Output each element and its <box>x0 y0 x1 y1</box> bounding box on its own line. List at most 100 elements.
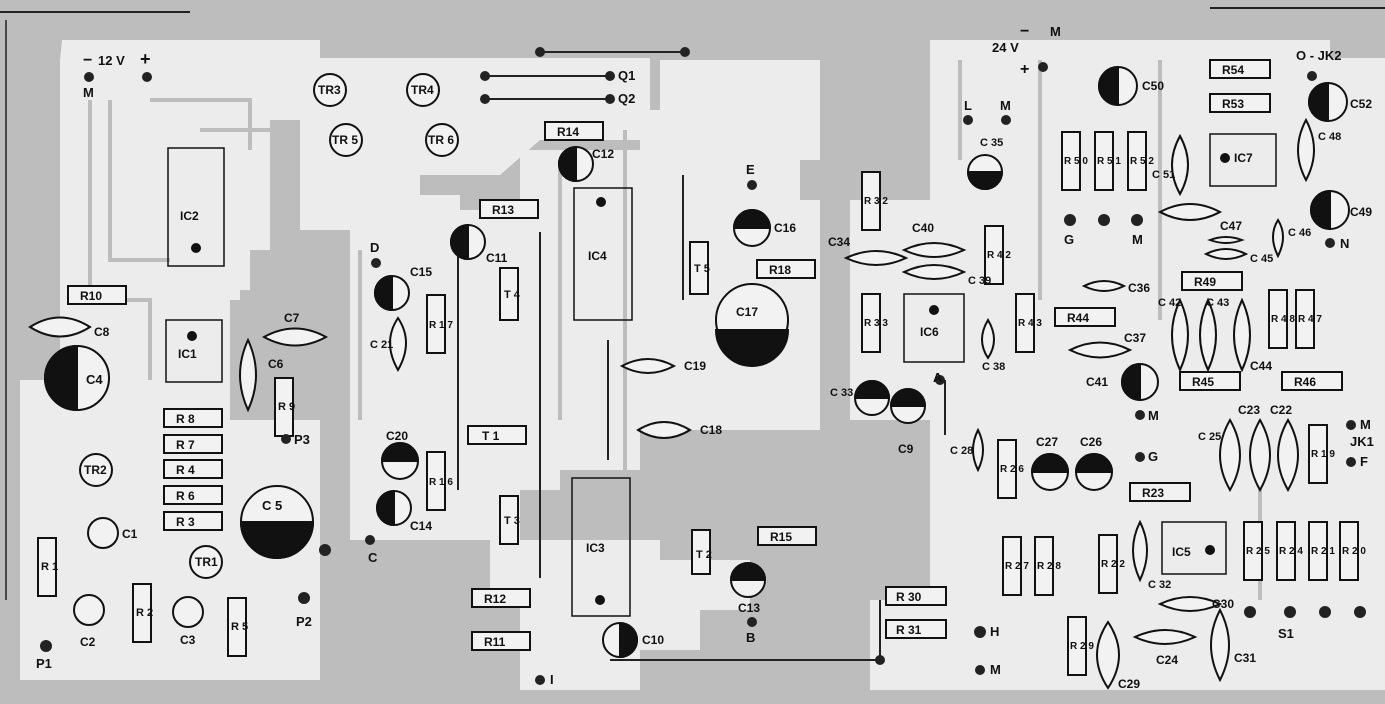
label-r52: R 5 2 <box>1130 156 1154 167</box>
label-ic1: IC1 <box>178 347 197 361</box>
terminal-m-mid: M <box>1132 232 1143 247</box>
label-c35: C 35 <box>980 137 1003 149</box>
label-c4: C4 <box>86 372 103 387</box>
label-c39: C 39 <box>968 275 991 287</box>
label-r50: R 5 0 <box>1064 156 1088 167</box>
label-r45: R45 <box>1192 375 1214 389</box>
label-r48: R 4 8 <box>1271 314 1295 325</box>
label-r46: R46 <box>1294 375 1316 389</box>
label-c33: C 33 <box>830 387 853 399</box>
label-c31: C31 <box>1234 651 1256 665</box>
label-tr1: TR1 <box>195 555 218 569</box>
label-r7: R 7 <box>176 438 195 452</box>
label-c2: C2 <box>80 635 96 649</box>
label-r5: R 5 <box>231 621 248 633</box>
terminal-m-left: M <box>83 85 94 100</box>
round-parts <box>73 73 459 628</box>
label-c22: C22 <box>1270 403 1292 417</box>
label-c7: C7 <box>284 311 300 325</box>
terminal-m-jk1: M <box>1360 417 1371 432</box>
label-c47: C47 <box>1220 219 1242 233</box>
label-c30: C30 <box>1212 597 1234 611</box>
terminal-g-mid: G <box>1148 449 1158 464</box>
label-c24: C24 <box>1156 653 1178 667</box>
capacitors-np <box>28 117 1315 690</box>
label-c51: C 51 <box>1152 169 1175 181</box>
label-c20: C20 <box>386 429 408 443</box>
label-tr3: TR3 <box>318 83 341 97</box>
terminal-12v: 12 V <box>98 53 125 68</box>
label-c17: C17 <box>736 305 758 319</box>
label-c19: C19 <box>684 359 706 373</box>
terminal-jk1: JK1 <box>1350 434 1374 449</box>
terminal-m-bottom: M <box>990 662 1001 677</box>
terminal-p3: P3 <box>294 432 310 447</box>
terminal-q1: Q1 <box>618 68 635 83</box>
tracks <box>457 51 946 661</box>
label-c28: C 28 <box>950 445 973 457</box>
label-t1: T 1 <box>482 429 500 443</box>
label-r13: R13 <box>492 203 514 217</box>
terminal-minus-12v: − <box>83 52 92 69</box>
label-c48: C 48 <box>1318 131 1341 143</box>
pads <box>40 47 1366 685</box>
label-r42: R 4 2 <box>987 250 1011 261</box>
label-tr2: TR2 <box>84 463 107 477</box>
terminal-minus-24v: − <box>1020 23 1029 40</box>
terminal-q2: Q2 <box>618 91 635 106</box>
label-r22: R 2 2 <box>1101 559 1125 570</box>
label-c6: C6 <box>268 357 284 371</box>
label-ic2: IC2 <box>180 209 199 223</box>
capacitors-pol <box>44 65 1350 659</box>
terminal-a: A <box>933 370 943 385</box>
label-t5: T 5 <box>694 263 710 275</box>
resistors-v <box>37 131 1359 676</box>
terminal-i: I <box>550 672 554 687</box>
terminal-labels: M − 12 V + Q1 Q2 E D C B I P1 P2 P3 − M … <box>36 23 1374 687</box>
label-r54: R54 <box>1222 63 1244 77</box>
label-tr6: TR 6 <box>428 133 454 147</box>
terminal-n: N <box>1340 236 1349 251</box>
terminal-b: B <box>746 630 755 645</box>
label-c23: C23 <box>1238 403 1260 417</box>
label-c46: C 46 <box>1288 227 1311 239</box>
label-c15: C15 <box>410 265 432 279</box>
terminal-h: H <box>990 624 999 639</box>
terminal-p2: P2 <box>296 614 312 629</box>
label-c25: C 25 <box>1198 431 1221 443</box>
label-c32: C 32 <box>1148 579 1171 591</box>
label-r4: R 4 <box>176 463 195 477</box>
label-c41: C41 <box>1086 375 1108 389</box>
label-r18: R18 <box>769 263 791 277</box>
transistors-t <box>467 241 711 575</box>
terminal-m-c41: M <box>1148 408 1159 423</box>
label-c38: C 38 <box>982 361 1005 373</box>
label-c49: C49 <box>1350 205 1372 219</box>
label-c5: C 5 <box>262 498 282 513</box>
label-r27: R 2 7 <box>1005 561 1029 572</box>
resistors-h <box>67 59 1343 651</box>
label-c1: C1 <box>122 527 138 541</box>
terminal-l: L <box>964 98 972 113</box>
label-r17: R 1 7 <box>429 320 453 331</box>
component-labels: TR1 TR2 TR3 TR4 TR 5 TR 6 IC1 IC2 IC3 IC… <box>80 63 1316 649</box>
label-c50: C50 <box>1142 79 1164 93</box>
label-c8: C8 <box>94 325 110 339</box>
terminal-d: D <box>370 240 379 255</box>
label-r11: R11 <box>484 635 506 649</box>
terminal-m-top: M <box>1000 98 1011 113</box>
terminal-f: F <box>1360 454 1368 469</box>
label-c13: C13 <box>738 601 760 615</box>
label-r23: R23 <box>1142 486 1164 500</box>
label-r19: R 1 9 <box>1311 449 1335 460</box>
terminal-p1: P1 <box>36 656 52 671</box>
label-t3: T 3 <box>504 515 520 527</box>
label-r20: R 2 0 <box>1342 546 1366 557</box>
label-tr5: TR 5 <box>332 133 358 147</box>
terminal-e: E <box>746 162 755 177</box>
label-r44: R44 <box>1067 311 1089 325</box>
label-r28: R 2 8 <box>1037 561 1061 572</box>
label-c44: C44 <box>1250 359 1272 373</box>
label-r8: R 8 <box>176 412 195 426</box>
